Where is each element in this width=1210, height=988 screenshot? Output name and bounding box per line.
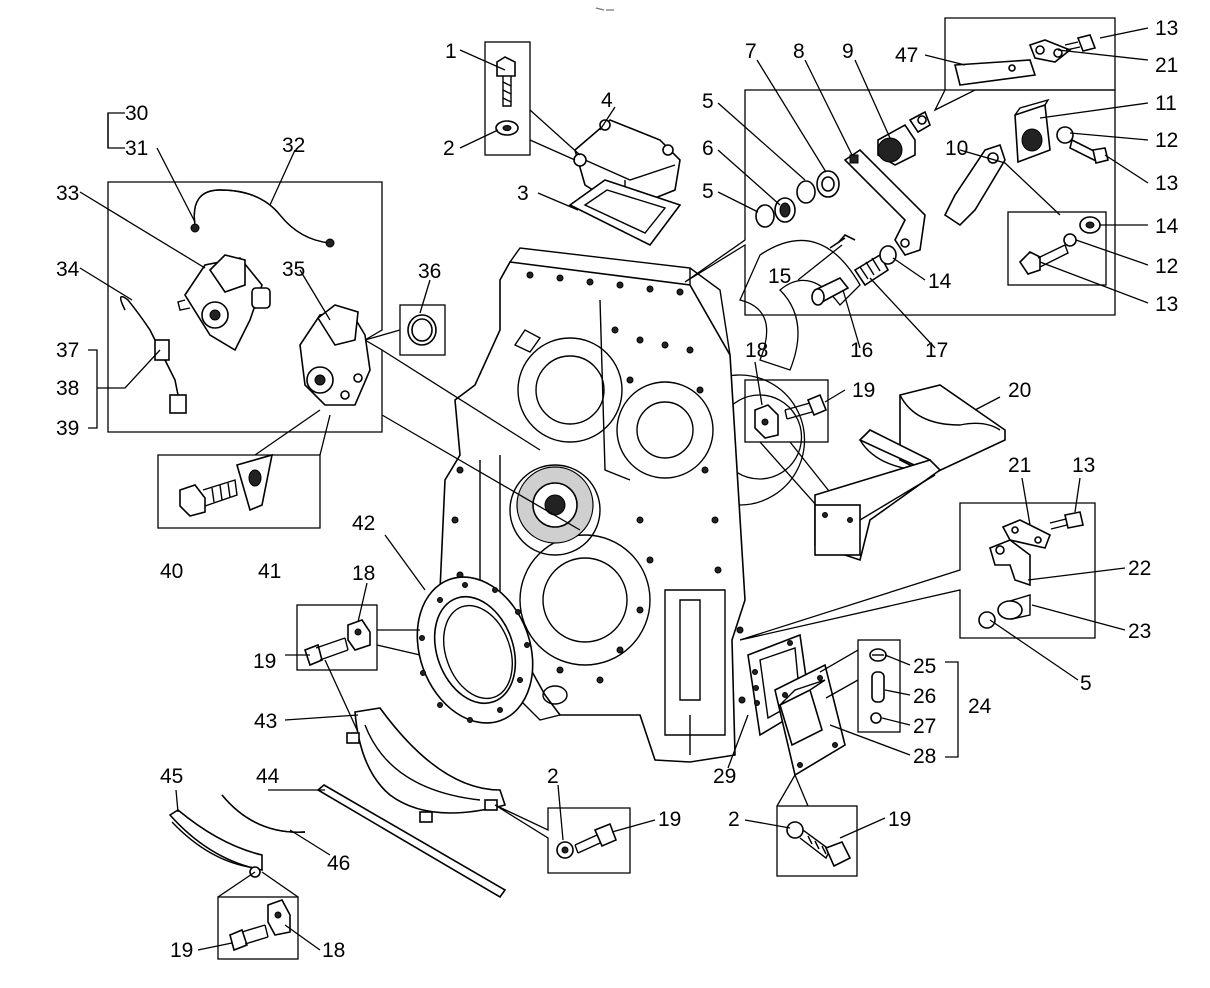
cover-gasket <box>568 179 682 247</box>
callout-22: 22 <box>1128 557 1151 580</box>
callout-19: 19 <box>852 379 875 402</box>
side-cover-group <box>747 633 959 877</box>
callout-38: 38 <box>56 377 79 400</box>
cover-bolt-group <box>484 41 531 156</box>
callout-18: 18 <box>352 562 375 585</box>
callout-15: 15 <box>768 265 791 288</box>
callout-40: 40 <box>160 560 183 583</box>
callout-21: 21 <box>1155 54 1178 77</box>
callout-44: 44 <box>256 765 280 788</box>
leader-lines <box>79 27 1149 951</box>
callout-3: 3 <box>517 182 529 205</box>
bolt-bracket-group-40-41 <box>157 409 331 529</box>
flange-ring-part <box>416 576 534 724</box>
callout-4: 4 <box>601 89 613 112</box>
callout-5: 5 <box>702 180 714 203</box>
callout-31: 31 <box>125 137 148 160</box>
plate-bolt-group <box>933 17 1116 112</box>
callout-19: 19 <box>658 808 681 831</box>
callout-18: 18 <box>322 939 345 962</box>
callout-13: 13 <box>1155 172 1178 195</box>
callout-7: 7 <box>745 40 757 63</box>
callout-6: 6 <box>702 137 714 160</box>
callout-39: 39 <box>56 417 79 440</box>
tray-bracket-part <box>814 384 1006 562</box>
callout-23: 23 <box>1128 620 1151 643</box>
callout-19: 19 <box>253 650 276 673</box>
callout-9: 9 <box>842 40 854 63</box>
callout-46: 46 <box>327 852 350 875</box>
callout-2: 2 <box>547 765 559 788</box>
callout-29: 29 <box>713 765 736 788</box>
callout-2: 2 <box>728 808 740 831</box>
callout-10: 10 <box>945 137 968 160</box>
callout-18: 18 <box>745 339 768 362</box>
callout-33: 33 <box>56 182 79 205</box>
callout-1: 1 <box>445 40 457 63</box>
callout-35: 35 <box>282 258 305 281</box>
callout-14: 14 <box>928 270 952 293</box>
callout-41: 41 <box>258 560 281 583</box>
callout-24: 24 <box>968 695 992 718</box>
detent-plate-group <box>739 502 1096 641</box>
callout-43: 43 <box>254 710 277 733</box>
callout-13: 13 <box>1072 454 1095 477</box>
callout-28: 28 <box>913 745 936 768</box>
callout-13: 13 <box>1155 17 1178 40</box>
callout-21: 21 <box>1008 454 1031 477</box>
callout-25: 25 <box>913 655 936 678</box>
washer-bolt-group-bottom <box>494 804 631 874</box>
callout-12: 12 <box>1155 255 1178 278</box>
callout-13: 13 <box>1155 293 1178 316</box>
callout-8: 8 <box>793 40 805 63</box>
callout-11: 11 <box>1155 92 1177 115</box>
lever-assembly-group <box>684 89 1116 316</box>
callout-12: 12 <box>1155 129 1178 152</box>
callout-2: 2 <box>443 137 455 160</box>
callout-42: 42 <box>352 512 375 535</box>
callout-27: 27 <box>913 715 936 738</box>
valve-hose-group <box>107 181 581 531</box>
callout-17: 17 <box>925 339 948 362</box>
callout-19: 19 <box>170 939 193 962</box>
bracket-bolt-group-18-19 <box>744 379 861 531</box>
callout-5: 5 <box>1080 672 1092 695</box>
callout-36: 36 <box>418 260 441 283</box>
shield-strip-group <box>168 794 306 960</box>
callout-19: 19 <box>888 808 911 831</box>
lower-shield-part <box>346 707 507 823</box>
callout-47: 47 <box>895 44 918 67</box>
rod-part <box>316 784 507 899</box>
callout-37: 37 <box>56 339 79 362</box>
callout-14: 14 <box>1155 215 1179 238</box>
callout-5: 5 <box>702 90 714 113</box>
bracket-bolt-group-left <box>296 604 421 781</box>
callout-32: 32 <box>282 134 305 157</box>
callout-45: 45 <box>160 765 183 788</box>
callout-20: 20 <box>1008 379 1031 402</box>
callout-30: 30 <box>125 102 148 125</box>
top-mark <box>595 7 614 11</box>
callout-26: 26 <box>913 685 936 708</box>
callout-16: 16 <box>850 339 873 362</box>
callout-34: 34 <box>56 258 80 281</box>
